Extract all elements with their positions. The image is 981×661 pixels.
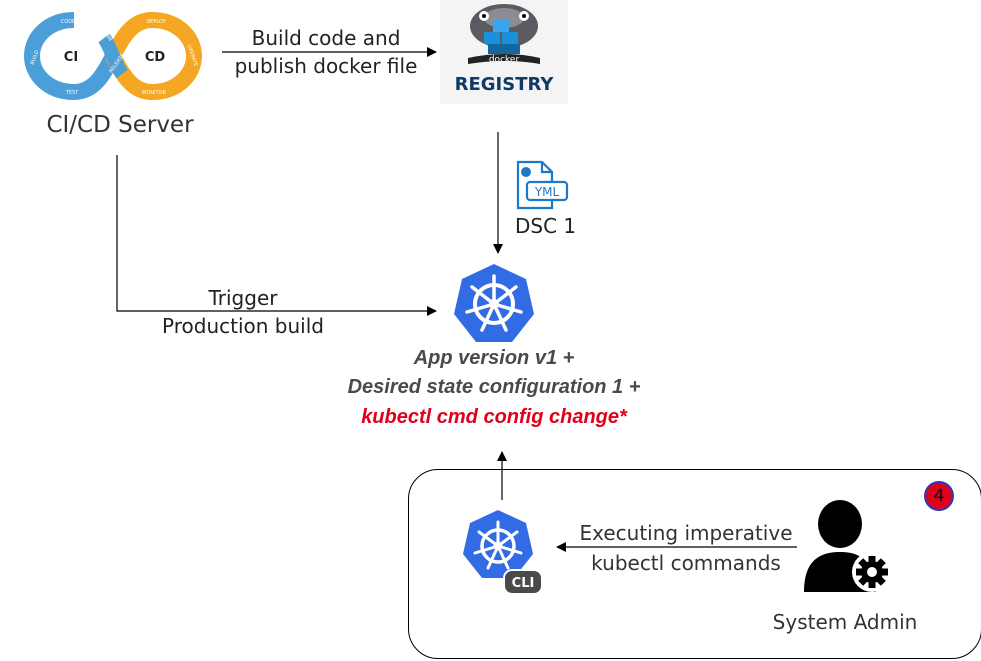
build-line-1: Build code and (251, 26, 401, 50)
loop-label-deploy: DEPLOY (146, 19, 166, 25)
docker-text: docker (489, 55, 520, 65)
cicd-infinity-logo: CI CD CODE BUILD TEST PLAN RELEASE DEPLO… (24, 12, 202, 100)
loop-label-build: BUILD (30, 49, 41, 65)
step-badge: 4 (924, 481, 954, 511)
cluster-line-3: kubectl cmd config change* (361, 406, 627, 428)
cicd-server-label: CI/CD Server (46, 112, 194, 138)
yml-file-icon: YML (516, 160, 569, 210)
loop-label-test: TEST (65, 90, 79, 96)
cluster-line-2: Desired state configuration 1 + (347, 376, 641, 398)
exec-line-2: kubectl commands (591, 551, 781, 575)
exec-line-1: Executing imperative (579, 521, 793, 545)
build-arrow-label: Build code and publish docker file (214, 24, 438, 80)
registry-artwork: docker REGISTRY (455, 4, 555, 95)
kubectl-cli-icon: CLI (463, 510, 543, 595)
dsc-label: DSC 1 (515, 214, 577, 238)
trigger-arrow (116, 155, 437, 316)
system-admin-label: System Admin (772, 610, 918, 634)
build-line-2: publish docker file (234, 54, 418, 78)
loop-label-monitor: MONITOR (142, 90, 166, 96)
exec-label: Executing imperative kubectl commands (568, 518, 804, 578)
trigger-line-2: Production build (162, 314, 324, 338)
admin-region (408, 469, 981, 659)
kubernetes-icon (454, 264, 534, 342)
loop-label-code: CODE (61, 19, 75, 25)
trigger-line-1: Trigger (208, 286, 278, 310)
yml-text: YML (534, 185, 560, 199)
cli-text: CLI (512, 576, 535, 591)
ci-text: CI (64, 50, 78, 65)
cd-text: CD (145, 50, 166, 65)
registry-text: REGISTRY (455, 74, 555, 95)
cluster-line-1: App version v1 + (413, 347, 575, 369)
trigger-label: Trigger Production build (140, 284, 346, 340)
docker-registry-logo: docker REGISTRY (440, 0, 568, 104)
system-admin-icon (804, 500, 892, 592)
